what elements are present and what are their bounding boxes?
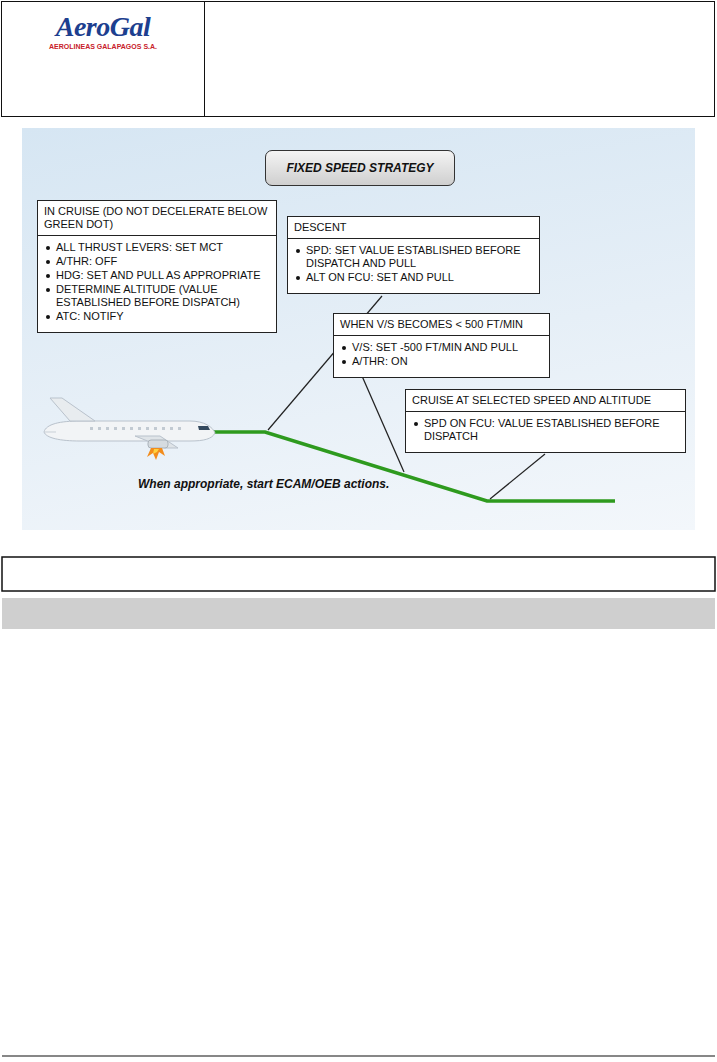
bullet-text: A/THR: ON — [352, 355, 408, 367]
section-bar — [2, 557, 715, 591]
box-body: V/S: SET -500 FT/MIN AND PULL A/THR: ON — [334, 336, 549, 374]
bullet-text: DETERMINE ALTITUDE (VALUE ESTABLISHED BE… — [56, 283, 240, 308]
bullet-dot — [46, 274, 50, 278]
box-body: ALL THRUST LEVERS: SET MCT A/THR: OFF HDG:… — [38, 236, 276, 329]
bullet-text: SPD ON FCU: VALUE ESTABLISHED BEFORE DIS… — [424, 417, 660, 442]
bullet-item: V/S: SET -500 FT/MIN AND PULL — [340, 341, 543, 354]
box-heading: DESCENT — [288, 217, 539, 239]
logo-cell: AeroGalAEROLINEAS GALAPAGOS S.A. — [2, 2, 205, 117]
bullet-dot — [296, 249, 300, 253]
section-band — [2, 598, 715, 629]
bullet-item: ATC: NOTIFY — [44, 310, 270, 323]
bullet-dot — [46, 260, 50, 264]
box-body: SPD ON FCU: VALUE ESTABLISHED BEFORE DIS… — [406, 412, 685, 449]
bullet-text: A/THR: OFF — [56, 255, 117, 267]
bullet-item: A/THR: OFF — [44, 255, 270, 268]
step-box: WHEN V/S BECOMES < 500 FT/MIN V/S: SET -5… — [333, 313, 550, 378]
heading-text: DESCENT — [294, 221, 533, 234]
footer-rule — [2, 1055, 715, 1056]
bullet-dot — [46, 315, 50, 319]
bullet-dot — [46, 246, 50, 250]
box-body: SPD: SET VALUE ESTABLISHED BEFORE DISPAT… — [288, 239, 539, 290]
bullet-text: HDG: SET AND PULL AS APPROPRIATE — [56, 269, 261, 281]
bullet-item: ALL THRUST LEVERS: SET MCT — [44, 241, 270, 254]
step-box: CRUISE AT SELECTED SPEED AND ALTITUDE SPD… — [405, 389, 686, 453]
bullet-item: SPD ON FCU: VALUE ESTABLISHED BEFORE DIS… — [412, 417, 679, 443]
box-heading: WHEN V/S BECOMES < 500 FT/MIN — [334, 314, 549, 336]
heading-text: WHEN V/S BECOMES < 500 FT/MIN — [340, 318, 543, 331]
bullet-text: SPD: SET VALUE ESTABLISHED BEFORE DISPAT… — [306, 244, 521, 269]
box-heading: IN CRUISE (DO NOT DECELERATE BELOW GREEN… — [38, 201, 276, 236]
bullet-text: ALL THRUST LEVERS: SET MCT — [56, 241, 223, 253]
bullet-item: DETERMINE ALTITUDE (VALUE ESTABLISHED BE… — [44, 283, 270, 309]
step-box: IN CRUISE (DO NOT DECELERATE BELOW GREEN… — [37, 200, 277, 333]
note-label: When appropriate, start ECAM/OEB actions… — [138, 477, 389, 491]
bullet-item: HDG: SET AND PULL AS APPROPRIATE — [44, 269, 270, 282]
bullet-dot — [46, 288, 50, 292]
bullet-item: SPD: SET VALUE ESTABLISHED BEFORE DISPAT… — [294, 244, 533, 270]
bullet-dot — [296, 276, 300, 280]
box-heading: CRUISE AT SELECTED SPEED AND ALTITUDE — [406, 390, 685, 412]
logo-wordmark: AeroGal — [2, 12, 204, 42]
heading-text: IN CRUISE (DO NOT DECELERATE BELOW GREEN… — [44, 205, 270, 231]
bullet-text: ATC: NOTIFY — [56, 310, 124, 322]
aircraft — [44, 398, 215, 460]
bullet-text: V/S: SET -500 FT/MIN AND PULL — [352, 341, 518, 353]
logo-subtitle: AEROLINEAS GALAPAGOS S.A. — [2, 42, 204, 51]
title-box: FIXED SPEED STRATEGY — [265, 150, 455, 186]
bullet-text: ALT ON FCU: SET AND PULL — [306, 271, 454, 283]
bullet-item: ALT ON FCU: SET AND PULL — [294, 271, 533, 284]
leader-line — [362, 376, 404, 472]
leader-line — [490, 454, 545, 499]
bullet-dot — [342, 360, 346, 364]
step-box: DESCENT SPD: SET VALUE ESTABLISHED BEFORE… — [287, 216, 540, 294]
bullet-item: A/THR: ON — [340, 355, 543, 368]
title-text: FIXED SPEED STRATEGY — [286, 161, 433, 175]
heading-text: CRUISE AT SELECTED SPEED AND ALTITUDE — [412, 394, 679, 407]
bullet-dot — [414, 422, 418, 426]
bullet-dot — [342, 346, 346, 350]
